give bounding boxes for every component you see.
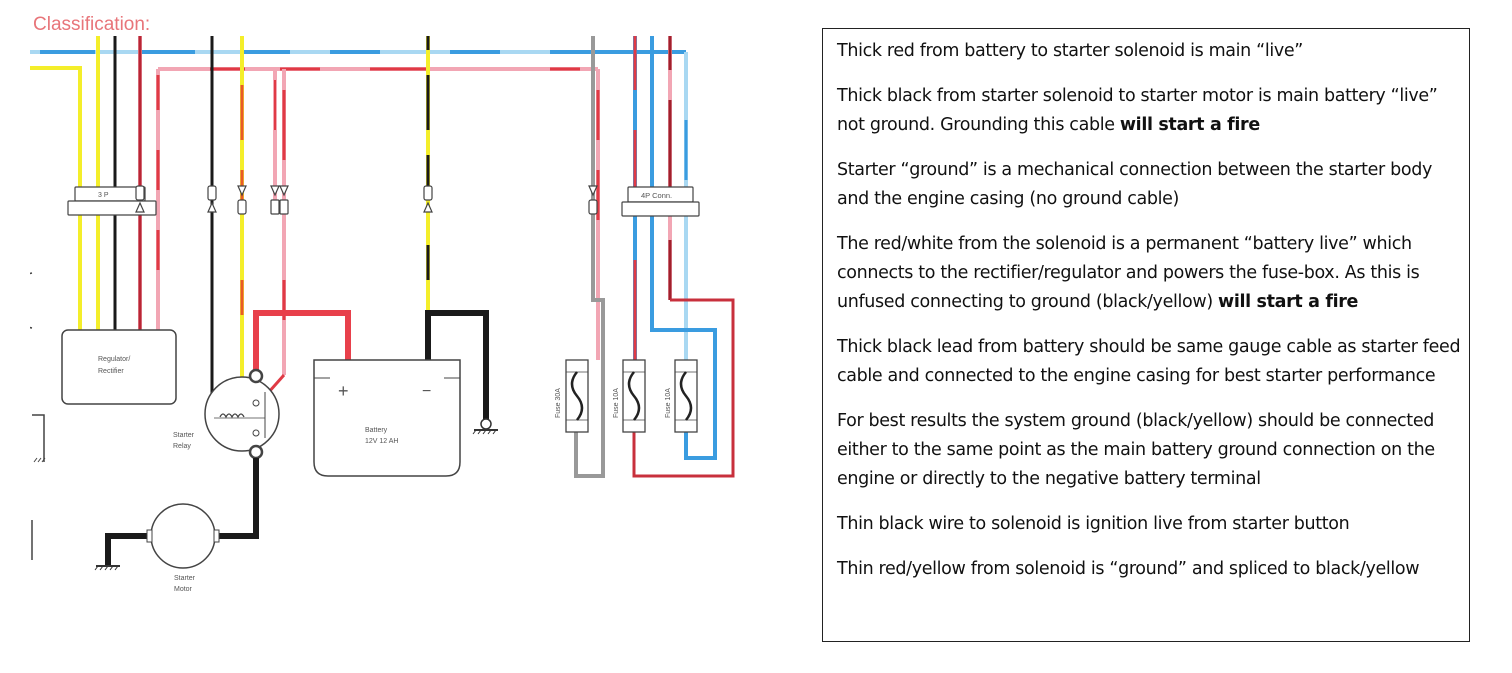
relay-label-2: Relay — [173, 443, 191, 450]
wiring-diagram: 3 P 4P Conn. Regulator/ Rectifier — [30, 30, 760, 630]
note-item: Thin red/yellow from solenoid is “ground… — [837, 559, 1420, 579]
regulator-label-2: Rectifier — [98, 368, 124, 375]
warning-text: will start a fire — [1218, 292, 1359, 312]
thick-black-battery-ground — [425, 310, 489, 422]
battery-minus-terminal: − — [422, 383, 431, 400]
bus-red-white-wire — [158, 67, 600, 360]
note-item: Thick black lead from battery should be … — [837, 337, 1461, 386]
warning-text: will start a fire — [1119, 115, 1260, 135]
connector-3p-label: 3 P — [98, 192, 109, 199]
fuse-30a-label: Fuse 30A — [555, 388, 562, 418]
right-dark-red-wire — [632, 36, 735, 478]
right-blue-wire — [650, 36, 717, 460]
ground-symbol-left — [31, 414, 46, 560]
starter-relay: Starter Relay — [173, 368, 280, 460]
fuse-10a-1: Fuse 10A — [613, 359, 646, 433]
classification-label: Classification: — [33, 14, 151, 35]
fuse-10a-2-label: Fuse 10A — [665, 388, 672, 418]
fuse-30a: Fuse 30A — [555, 359, 589, 433]
note-item: Thick black from starter solenoid to sta… — [837, 86, 1438, 135]
thick-red-main-live — [253, 310, 351, 402]
fuse-10a-1-label: Fuse 10A — [613, 388, 620, 418]
battery: + − Battery 12V 12 AH — [313, 359, 461, 477]
fuse-10a-2: Fuse 10A — [665, 359, 698, 433]
alternator-arc — [30, 272, 33, 329]
note-item: The red/white from the solenoid is a per… — [837, 234, 1420, 312]
battery-label-1: Battery — [365, 427, 388, 434]
note-item: For best results the system ground (blac… — [837, 411, 1435, 489]
gray-wire-fuse — [574, 36, 605, 478]
battery-ground-symbol — [472, 418, 498, 435]
note-item: Starter “ground” is a mechanical connect… — [837, 160, 1432, 209]
note-item: Thin black wire to solenoid is ignition … — [837, 514, 1350, 534]
battery-plus-terminal: + — [338, 381, 349, 401]
inline-connectors — [135, 185, 598, 215]
starter-motor: Starter Motor — [94, 503, 220, 593]
black-wire-starter-button — [210, 36, 225, 402]
motor-label-1: Starter — [174, 575, 196, 582]
notes-panel: Thick red from battery to starter soleno… — [822, 28, 1470, 642]
battery-label-2: 12V 12 AH — [365, 438, 398, 445]
thick-black-starter-feed — [218, 458, 259, 539]
note-item: Thick red from battery to starter soleno… — [837, 41, 1303, 61]
connector-4p: 4P Conn. — [621, 186, 700, 217]
yellow-wires — [30, 36, 100, 330]
connector-3p: 3 P — [67, 186, 157, 216]
relay-label-1: Starter — [173, 432, 195, 439]
connector-4p-label: 4P Conn. — [641, 191, 672, 200]
motor-label-2: Motor — [174, 586, 193, 593]
regulator-rectifier: Regulator/ Rectifier — [61, 329, 177, 405]
regulator-label-1: Regulator/ — [98, 356, 130, 363]
red-white-wires-relay — [258, 69, 286, 403]
